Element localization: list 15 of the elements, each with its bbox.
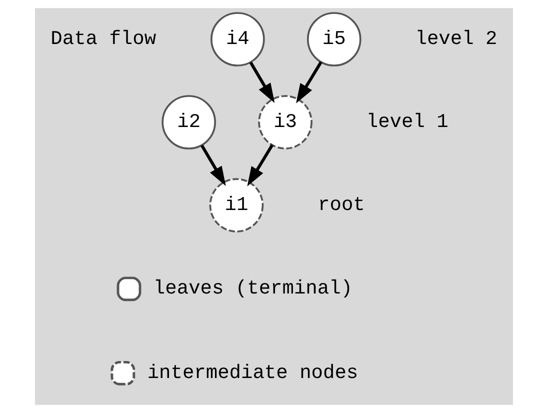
node-circle: i2 (162, 95, 216, 150)
label: Data flow (50, 28, 156, 50)
node-circle: i3 (258, 95, 312, 150)
label: level 1 (366, 110, 448, 133)
label: level 2 (415, 28, 498, 50)
arrow (200, 144, 226, 186)
node-circle: i5 (306, 12, 362, 66)
label: root (318, 194, 365, 216)
legend-label: intermediate nodes (147, 362, 358, 384)
node-circle: i4 (210, 12, 265, 66)
node-circle: i1 (209, 178, 264, 232)
arrow (249, 62, 275, 104)
arrow (247, 144, 274, 186)
arrow (296, 61, 322, 104)
legend-label: leaves (terminal) (153, 278, 353, 300)
